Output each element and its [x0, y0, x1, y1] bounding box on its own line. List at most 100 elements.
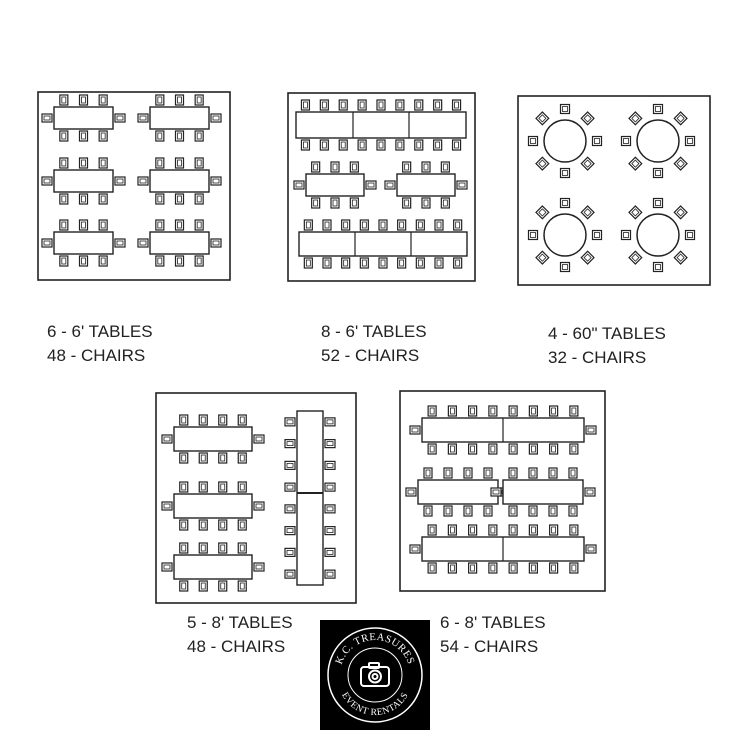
- chair: [59, 157, 69, 169]
- chair: [508, 405, 518, 417]
- chair-inner: [623, 232, 629, 238]
- chair-inner: [397, 101, 403, 109]
- chair: [569, 443, 579, 455]
- chair: [528, 467, 538, 479]
- chair-inner: [417, 259, 423, 267]
- chair-inner: [586, 489, 594, 495]
- chair: [580, 205, 595, 220]
- chair: [535, 111, 550, 126]
- chair: [237, 580, 247, 592]
- chair: [194, 94, 204, 106]
- chair: [237, 542, 247, 554]
- chair-inner: [550, 469, 556, 477]
- chair: [434, 257, 444, 269]
- chair: [433, 139, 443, 151]
- chair: [194, 255, 204, 267]
- chair: [98, 255, 108, 267]
- chair-inner: [435, 101, 441, 109]
- chair: [463, 467, 473, 479]
- chair: [253, 434, 265, 444]
- chair-inner: [100, 96, 106, 104]
- chair: [652, 103, 664, 115]
- chair: [488, 562, 498, 574]
- chair-inner: [594, 232, 600, 238]
- table: [295, 111, 467, 139]
- table: [298, 231, 468, 257]
- chair: [357, 99, 367, 111]
- chair-inner: [200, 521, 206, 529]
- chair-inner: [429, 445, 435, 453]
- table: [53, 231, 114, 255]
- chair: [210, 176, 222, 186]
- chair-inner: [361, 221, 367, 229]
- chair-inner: [181, 454, 187, 462]
- chair-inner: [177, 195, 182, 203]
- chair: [330, 197, 340, 209]
- table: [417, 479, 499, 505]
- chair-inner: [181, 582, 187, 590]
- chair: [528, 505, 538, 517]
- chair-inner: [583, 208, 592, 217]
- chair-inner: [324, 221, 330, 229]
- chair: [359, 257, 369, 269]
- chair-inner: [470, 407, 476, 415]
- chair: [114, 113, 126, 123]
- chair-inner: [562, 106, 568, 112]
- chair-inner: [163, 503, 171, 509]
- chair-inner: [157, 221, 163, 229]
- chair-inner: [380, 221, 386, 229]
- chair: [559, 103, 571, 115]
- chair: [324, 417, 336, 427]
- chair: [483, 505, 493, 517]
- chair: [468, 443, 478, 455]
- chair: [137, 238, 149, 248]
- chair: [440, 197, 450, 209]
- chair-inner: [200, 483, 206, 491]
- chair: [349, 161, 359, 173]
- table-group: [409, 405, 597, 455]
- chair-inner: [340, 101, 346, 109]
- chair: [324, 547, 336, 557]
- chair-inner: [321, 141, 327, 149]
- chair-inner: [490, 445, 496, 453]
- chair: [548, 505, 558, 517]
- chair: [580, 156, 595, 171]
- chair-inner: [286, 528, 294, 534]
- chair-inner: [196, 221, 202, 229]
- chair-inner: [332, 199, 338, 207]
- chair-inner: [61, 195, 67, 203]
- table: [149, 106, 210, 130]
- chair: [137, 176, 149, 186]
- chair-inner: [157, 195, 163, 203]
- chair: [395, 99, 405, 111]
- chair-inner: [351, 163, 357, 171]
- chair: [414, 139, 424, 151]
- chair: [508, 524, 518, 536]
- chair-inner: [196, 257, 202, 265]
- chair-inner: [181, 483, 187, 491]
- chair-inner: [157, 257, 163, 265]
- table-group: [137, 157, 222, 205]
- table: [149, 169, 210, 193]
- chair: [378, 219, 388, 231]
- chair-inner: [303, 101, 308, 109]
- chair: [402, 197, 412, 209]
- chair: [338, 99, 348, 111]
- chair-inner: [530, 564, 536, 572]
- chair: [584, 487, 596, 497]
- chair-inner: [177, 132, 182, 140]
- chair-inner: [380, 259, 386, 267]
- chair-inner: [458, 182, 466, 188]
- chair-inner: [200, 582, 206, 590]
- chair: [155, 130, 165, 142]
- table: [173, 554, 253, 580]
- table-group: [284, 410, 336, 586]
- round-table-group: [527, 103, 603, 179]
- chair-inner: [470, 526, 476, 534]
- chair: [447, 562, 457, 574]
- chair: [59, 255, 69, 267]
- chair: [447, 405, 457, 417]
- chair: [508, 562, 518, 574]
- chair: [303, 219, 313, 231]
- chair-inner: [326, 571, 334, 577]
